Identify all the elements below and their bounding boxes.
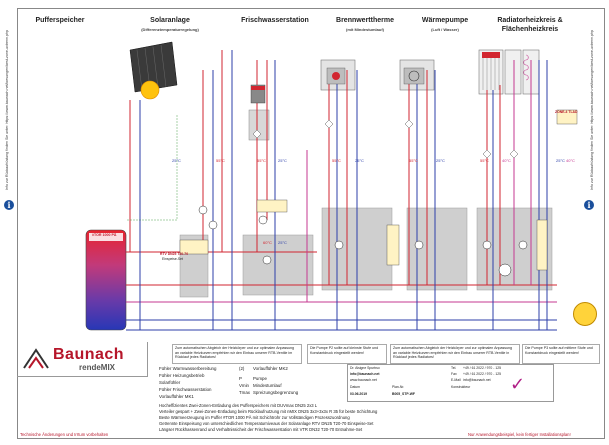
- rtv-sub: Einspeise-Set: [162, 257, 183, 261]
- tbl-r4c1: Datum: [350, 385, 360, 389]
- temp-55-bw: 55°C: [332, 158, 341, 163]
- info-icon-right[interactable]: i: [584, 200, 594, 210]
- footer-right: Nur Anwendungsbeispiel, kein fertiger In…: [468, 432, 571, 437]
- title-block: Baunach rendeMIX Zum automatischen Abgle…: [17, 302, 603, 437]
- bullet-3: Beste Wärmeerzeugung im Puffer #TOR 1000…: [159, 415, 350, 420]
- info-icon-left[interactable]: i: [4, 200, 14, 210]
- temp-55-wp: 55°C: [409, 158, 418, 163]
- project-table: [347, 364, 554, 402]
- legend-1: Fühler Warmwasserbereitung: [159, 366, 217, 371]
- temp-25-fws-b: 25°C: [278, 240, 287, 245]
- col-title-wp: Wärmepumpe: [421, 17, 469, 24]
- note-2: Die Pumpe P2 sollte auf kleinste Stufe u…: [307, 344, 387, 364]
- temp-40-rad2: 40°C: [566, 158, 575, 163]
- zone-label: ZONE-4 TLAD: [555, 110, 578, 114]
- note-4: Die Pumpe P3 sollte auf mittlere Stufe u…: [522, 344, 600, 364]
- legend-2: Fühler Heizungsbetrieb: [159, 373, 205, 378]
- temp-60-fws: 60°C: [263, 240, 272, 245]
- sun-icon: [140, 80, 160, 100]
- temp-25-rad: 25°C: [556, 158, 565, 163]
- col-title-flaeche: Flächenheizkreis: [501, 26, 559, 33]
- col-sub-brennwert: (mit Mindestumlauf): [346, 27, 384, 32]
- note-1: Zum automatischen Abgleich der Heizkörpe…: [172, 344, 302, 364]
- checkmark-icon: ✓: [510, 374, 526, 395]
- col-sub-wp: (Luft / Wasser): [431, 27, 459, 32]
- tbl-r2c4: +49 / 61 2022 / 970 - 125: [463, 372, 501, 376]
- temp-25-wp: 25°C: [436, 158, 445, 163]
- legend2-sym-3: Vmin: [239, 383, 250, 388]
- temp-40-rad: 40°C: [502, 158, 511, 163]
- bullet-4: Getrennte Einspeisung von unterschiedlic…: [159, 421, 374, 426]
- footer-left: Technische Änderungen und Irrtum vorbeha…: [20, 432, 109, 437]
- legend-3: Solarfühler: [159, 380, 181, 385]
- buffer-tank: [85, 229, 127, 331]
- left-side-text: Info zur Rückaufrüstung finden Sie unter…: [5, 29, 9, 190]
- drawing-frame: [17, 8, 605, 439]
- bullet-5: Längser Rückhassenrand und Verhaltnissic…: [159, 427, 363, 432]
- temp-55-fws: 55°C: [257, 158, 266, 163]
- temp-25-solar: 25°C: [172, 158, 181, 163]
- legend2-3: Mindestumlauf: [253, 383, 282, 388]
- legend2-1: Vorlauffühler MK2: [253, 366, 288, 371]
- smiley-icon: [573, 302, 597, 326]
- left-margin: [0, 0, 17, 445]
- note-3: Zum automatischen Abgleich der Heizkörpe…: [390, 344, 520, 364]
- legend-4: Fühler Frischwasserstation: [159, 387, 212, 392]
- station-boxes: [179, 49, 553, 298]
- logo-box: Baunach rendeMIX: [17, 342, 148, 377]
- tbl-r4c2: Plan-Nr.: [392, 385, 405, 389]
- bullet-2: Verteiler gespart + Zwei-Zonen-Entladung…: [159, 409, 378, 414]
- brand-sub: rendeMIX: [79, 363, 116, 372]
- temp-55-rad: 55°C: [480, 158, 489, 163]
- tbl-r3c1: www.baunach.net: [350, 378, 377, 382]
- legend-5: Vorlauffühler MK1: [159, 394, 194, 399]
- tbl-r3c4: info@baunach.net: [463, 378, 491, 382]
- tbl-r1c3: Tel.: [451, 366, 457, 370]
- col-title-brennwert: Brennwerttherme: [336, 17, 394, 24]
- logo-icon: [23, 348, 49, 369]
- tbl-r1c1: Dr. Aisigne Spurtruc: [350, 366, 380, 370]
- temp-25-bw: 25°C: [355, 158, 364, 163]
- bullet-1: Hocheffizientes Zwei-Zonen-Entladung des…: [159, 403, 318, 408]
- pumps: [198, 205, 528, 277]
- tbl-r5c2: B005_STP-WF: [392, 392, 415, 396]
- valves: [252, 119, 519, 159]
- tbl-r2c3: Fax: [451, 372, 457, 376]
- legend2-sym-2: P: [239, 376, 242, 381]
- col-title-radiator: Radiatorheizkreis &: [497, 17, 563, 24]
- tbl-r3c3: E-Mail: [451, 378, 461, 382]
- col-title-solar: Solaranlage: [150, 17, 190, 24]
- hydraulic-schematic: [85, 41, 578, 331]
- brand-name: Baunach: [53, 346, 125, 363]
- rtv-label: RTV DN25 T20-70: [160, 252, 189, 256]
- tbl-r4c3: Konstrukteur: [451, 385, 471, 389]
- col-title-puffer: Pufferspeicher: [35, 17, 85, 24]
- tbl-r2c1: info@baunach.net: [350, 372, 380, 376]
- legend2-sym-4: Tmax: [239, 390, 250, 395]
- legend2-4: Spreizungsbegrenzung: [253, 390, 299, 395]
- temp-25-fws: 25°C: [278, 158, 287, 163]
- legend2-sym-1: (2): [239, 366, 245, 371]
- legend2-2: Pumpe: [253, 376, 267, 381]
- tbl-r5c1: 03.06.2019: [350, 392, 367, 396]
- col-title-fws: Frischwasserstation: [241, 17, 309, 24]
- tbl-r1c4: +49 / 61 2022 / 970 - 125: [463, 366, 501, 370]
- col-sub-solar: (Differenztemperaturregelung): [141, 27, 199, 32]
- temp-55-solar: 55°C: [216, 158, 225, 163]
- buffer-label: #TOR 1000 PÄ: [92, 233, 117, 237]
